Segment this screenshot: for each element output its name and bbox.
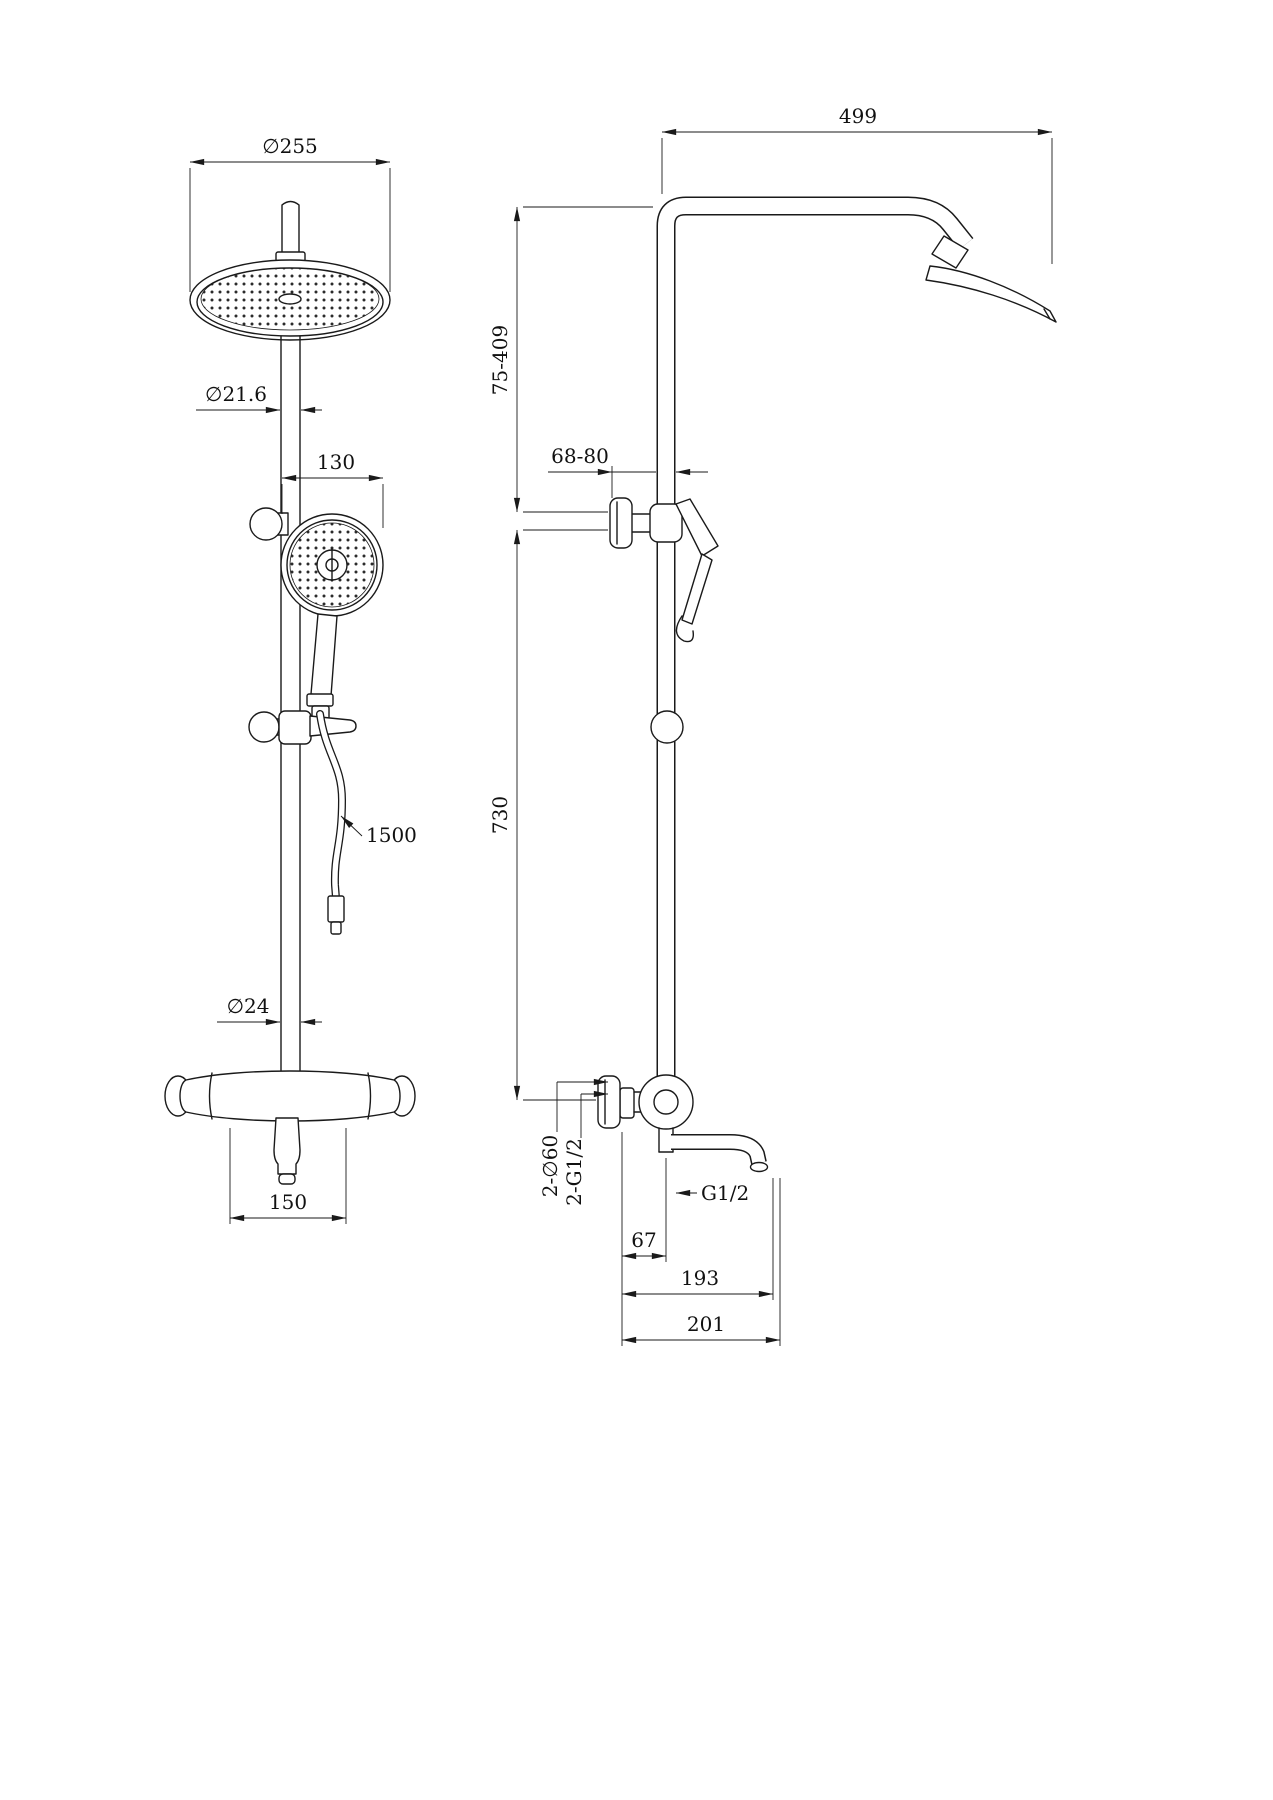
dim-lower-pipe-diameter-label: ∅24: [227, 994, 270, 1018]
dim-spout-offset: 67: [621, 1132, 667, 1346]
side-view: 499 75-409 730: [488, 104, 1057, 1346]
bottom-valve: [597, 1074, 769, 1173]
slider-bracket: [248, 710, 357, 745]
callout-connector-spec-label: 2-G1/2: [562, 1138, 586, 1206]
dim-upper-pipe-diameter: ∅21.6: [196, 382, 322, 414]
dim-hand-shower-label: 130: [317, 450, 355, 474]
dim-upper-pipe-diameter-label: ∅21.6: [205, 382, 267, 406]
callout-flange-spec: 2-∅60: [538, 1078, 609, 1197]
hand-shower-side: [675, 498, 719, 643]
dim-head-diameter: ∅255: [189, 134, 391, 292]
front-spout: [273, 1117, 301, 1175]
slider-knob-side: [650, 710, 684, 744]
dim-spout-overall-label: 201: [687, 1312, 725, 1336]
shower-hose: 1500: [316, 710, 417, 935]
dim-arm-reach-label: 499: [839, 104, 877, 128]
dim-spout-overall: 201: [621, 1178, 781, 1346]
dim-hose-length-label: 1500: [366, 823, 417, 847]
dim-lower-pipe-diameter: ∅24: [217, 994, 322, 1026]
mixer-body: [164, 1070, 416, 1185]
front-column-pipe: [280, 335, 301, 1081]
callout-flange-spec-label: 2-∅60: [538, 1135, 562, 1197]
dim-spout-offset-label: 67: [631, 1228, 656, 1252]
dim-base-width: 150: [229, 1128, 347, 1224]
dim-base-width-label: 150: [269, 1190, 307, 1214]
side-column-pipe: [656, 196, 974, 1095]
rain-shower-head: [189, 259, 391, 341]
rain-head-side: [925, 235, 1057, 323]
dim-bracket-depth-label: 68-80: [551, 444, 609, 468]
dim-arm-reach: 499: [661, 104, 1053, 264]
callout-inlet-thread: G1/2: [675, 1181, 749, 1205]
hand-shower-handle: [310, 613, 338, 697]
callout-inlet-thread-label: G1/2: [701, 1181, 749, 1205]
dim-spout-reach-label: 193: [681, 1266, 719, 1290]
wall-bracket: [609, 497, 683, 549]
dim-head-height-range: 75-409: [488, 206, 653, 513]
top-pipe-stub: [275, 200, 306, 269]
dim-hand-shower: 130: [281, 450, 384, 528]
dim-bracket-depth: 68-80: [548, 444, 708, 498]
dim-head-height-range-label: 75-409: [488, 325, 512, 395]
dim-column-height-label: 730: [488, 796, 512, 834]
hand-shower: [280, 513, 384, 720]
dim-column-height: 730: [488, 529, 608, 1101]
callout-connector-spec: 2-G1/2: [562, 1090, 609, 1206]
dim-spout-reach: 193: [621, 1178, 774, 1300]
front-view: ∅255 ∅21.6: [164, 134, 417, 1224]
dim-head-diameter-label: ∅255: [262, 134, 318, 158]
